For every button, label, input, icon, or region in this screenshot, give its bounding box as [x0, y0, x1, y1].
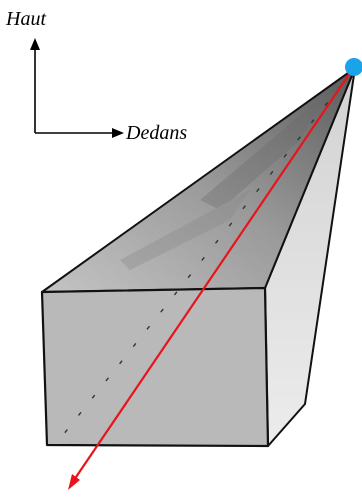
up-axis-label: Haut — [5, 8, 46, 30]
apex-dot-icon — [345, 58, 362, 76]
axis-indicator: Haut Dedans — [5, 8, 187, 144]
ray-line — [73, 69, 353, 481]
in-axis-label: Dedans — [125, 122, 187, 144]
top-face-shading — [120, 90, 330, 270]
in-arrow-icon — [112, 128, 124, 138]
pyramid-front-face — [40, 286, 270, 448]
ray-arrow-icon — [68, 474, 80, 490]
up-arrow-icon — [30, 38, 40, 50]
pyramid — [40, 67, 356, 448]
ray — [68, 69, 353, 490]
